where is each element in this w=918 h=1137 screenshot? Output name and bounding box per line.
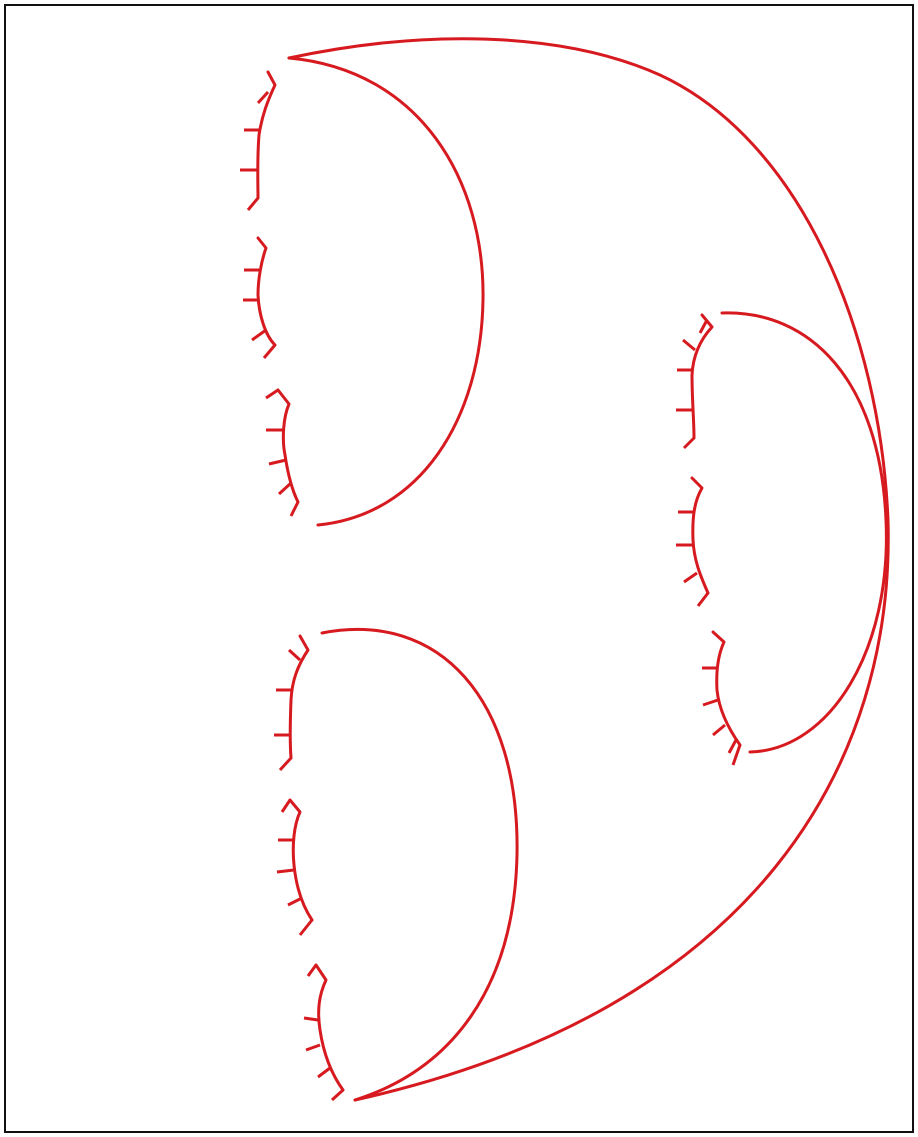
upper-left-leaf-tick	[264, 345, 275, 358]
right-leaf-tick	[729, 740, 736, 753]
right-leaf-tick	[733, 745, 740, 765]
right-leaf-curve	[692, 315, 740, 745]
lower-left-leaf-tick	[288, 898, 302, 905]
outer-bottom-arc	[355, 520, 888, 1100]
outer-top-arc	[289, 39, 888, 520]
right-leaf-tick	[683, 340, 695, 350]
lower-left-leaf-tick	[318, 1068, 330, 1077]
upper-left-leaf-curve	[258, 72, 298, 502]
lower-left-leaf-tick	[308, 965, 316, 976]
lower-left-leaf-curve	[290, 636, 343, 1090]
lower-left-leaf-tick	[332, 1090, 343, 1100]
lower-left-clade-arc	[322, 629, 517, 1100]
right-leaf-tick	[713, 725, 725, 735]
upper-left-clade-arc	[289, 58, 483, 525]
right-leaf-tick	[698, 593, 708, 606]
right-leaf-tick	[684, 573, 697, 582]
right-leaf-tick	[703, 700, 718, 705]
lower-left-leaf-tick	[306, 1045, 320, 1050]
lower-left-leaf-tick	[277, 870, 294, 872]
right-clade-arc	[722, 313, 886, 752]
lower-left-leaf-tick	[289, 650, 300, 660]
lower-left-leaf-tick	[300, 920, 312, 935]
upper-left-leaf-tick	[279, 483, 291, 494]
upper-left-leaf-tick	[248, 198, 258, 210]
lower-left-leaf-tick	[282, 800, 290, 812]
upper-left-leaf-tick	[269, 460, 286, 464]
lower-left-leaf-tick	[280, 758, 291, 770]
right-leaf-tick	[700, 320, 707, 333]
right-leaf-tick	[684, 438, 694, 448]
upper-left-leaf-tick	[252, 330, 266, 340]
lower-left-leaf-tick	[304, 1018, 318, 1020]
upper-left-leaf-tick	[266, 390, 278, 398]
upper-left-leaf-tick	[291, 502, 298, 516]
